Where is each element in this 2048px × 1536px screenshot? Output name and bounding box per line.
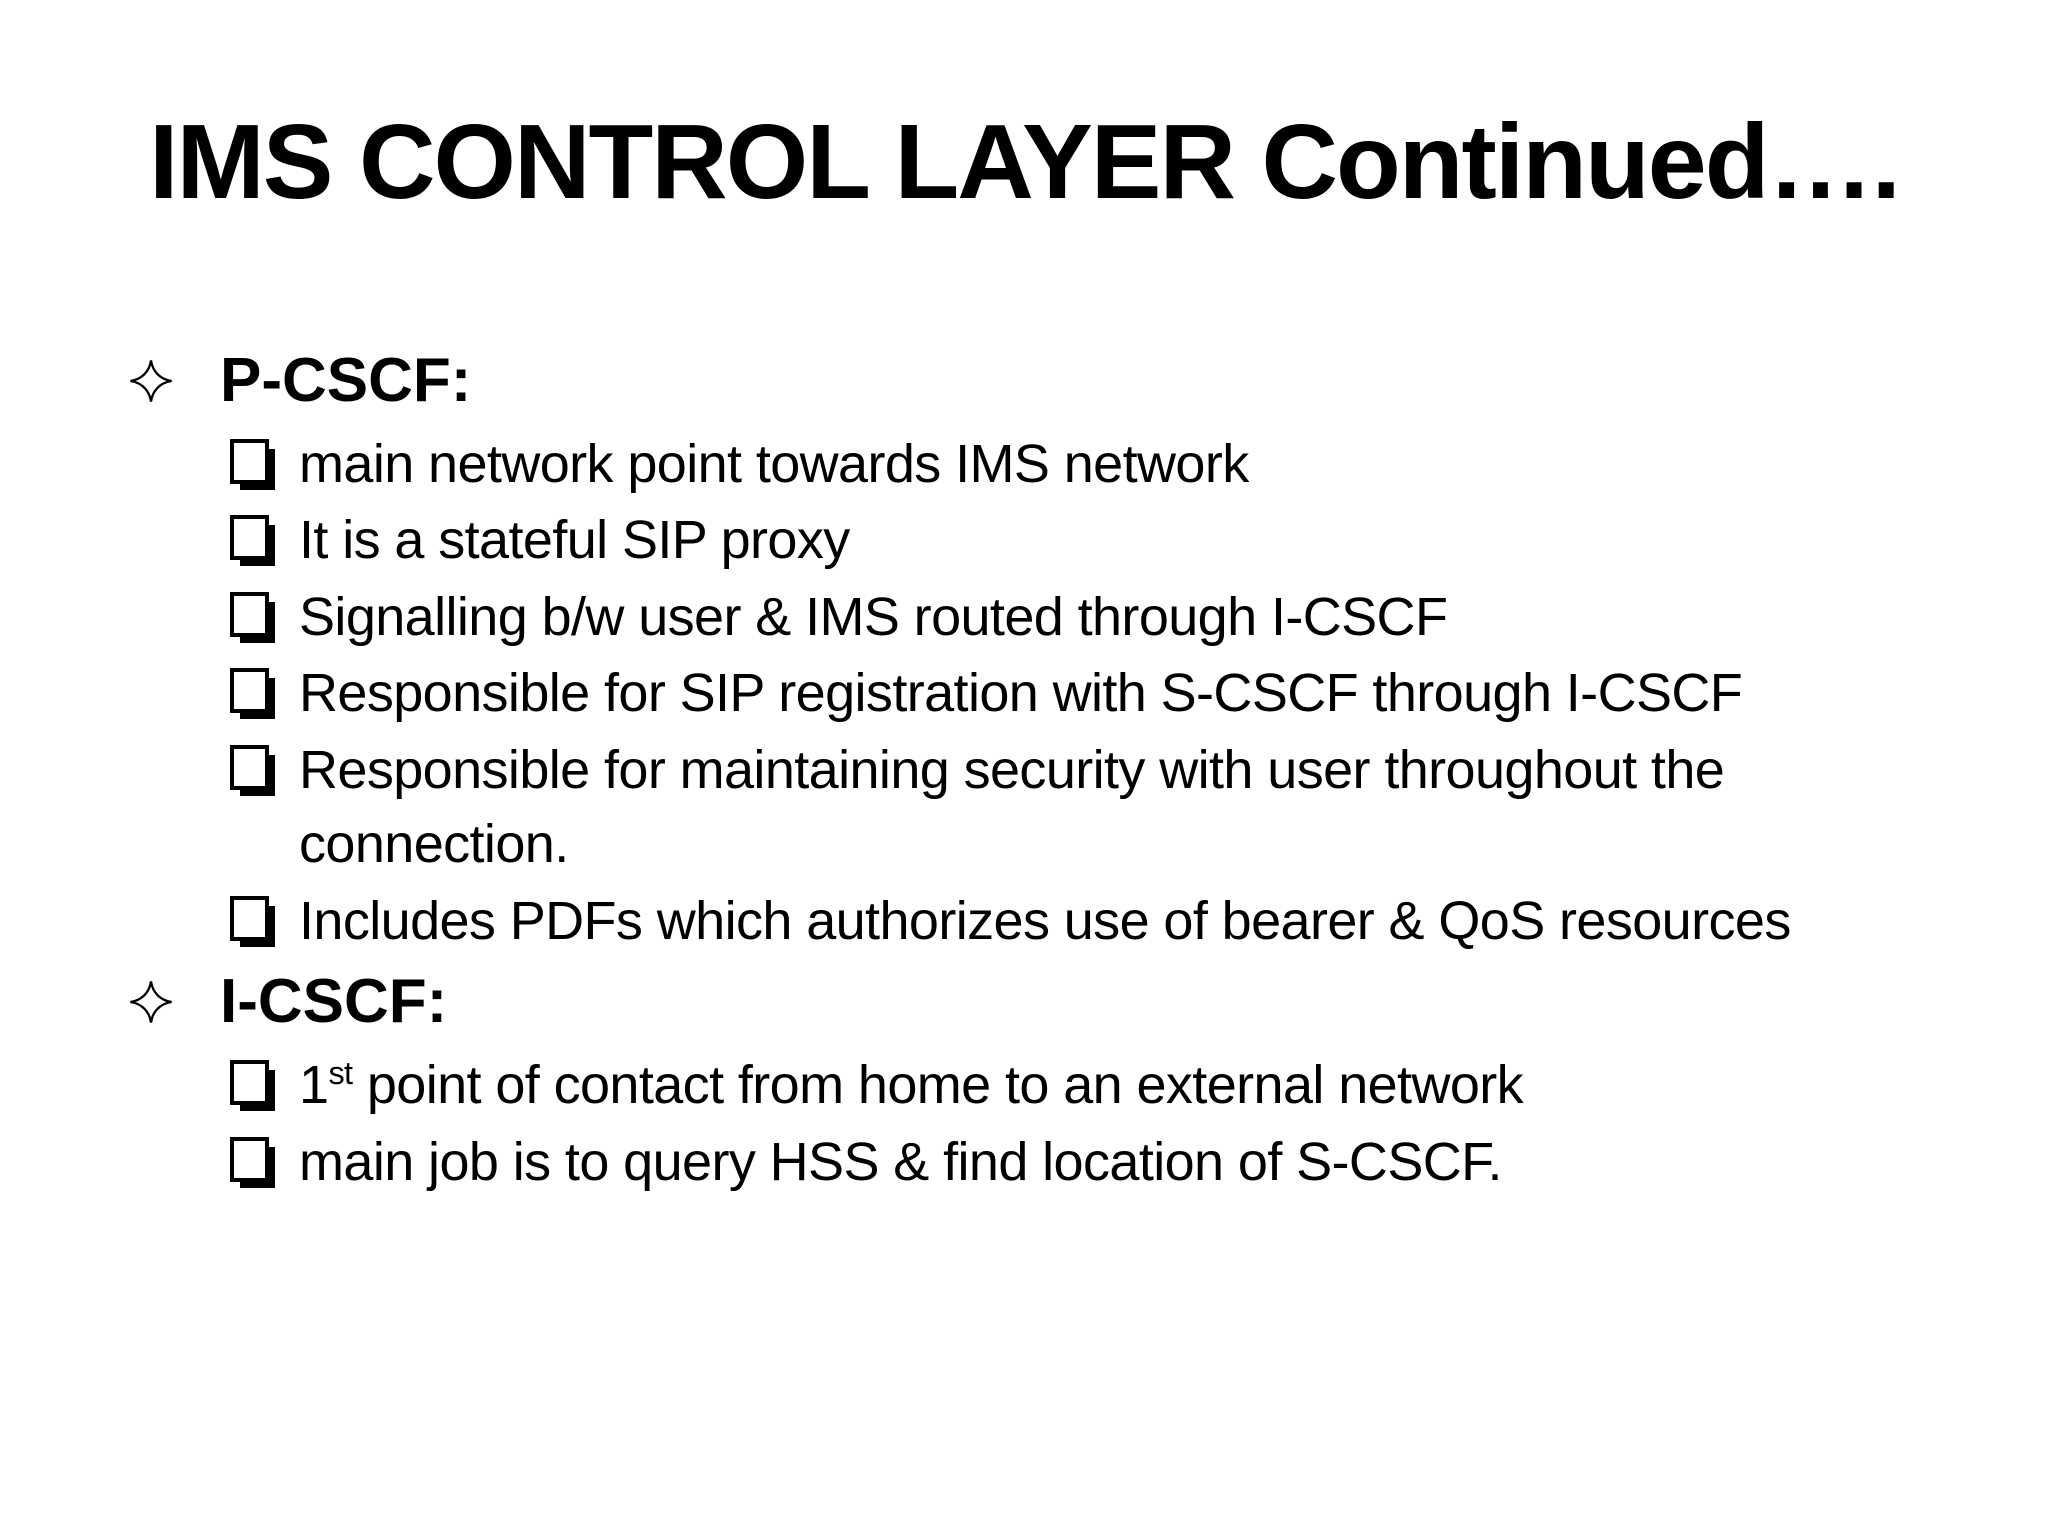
checkbox-bullet-icon: [230, 1137, 269, 1182]
bullet-item: Responsible for maintaining security wit…: [230, 733, 1992, 882]
four-pointed-star-icon: [130, 359, 172, 402]
checkbox-bullet-icon: [230, 515, 269, 561]
bullet-item: Signalling b/w user & IMS routed through…: [230, 580, 1992, 655]
checkbox-bullet-icon: [230, 744, 269, 790]
slide-title: IMS CONTROL LAYER Continued….: [149, 103, 1901, 221]
checkbox-bullet-icon: [230, 438, 269, 484]
checkbox-bullet-icon: [230, 895, 269, 941]
section-heading: I-CSCF:: [128, 968, 1992, 1036]
bullet-item: Includes PDFs which authorizes use of be…: [230, 884, 1992, 959]
bullet-item: main job is to query HSS & find location…: [230, 1125, 1992, 1200]
bullet-item: 1st point of contact from home to an ext…: [230, 1048, 1992, 1123]
section-heading: P-CSCF:: [128, 345, 1992, 415]
checkbox-bullet-icon: [230, 1060, 269, 1106]
bullet-item: main network point towards IMS network: [230, 427, 1992, 502]
bullet-list: main network point towards IMS network I…: [128, 427, 1992, 959]
bullet-list: 1st point of contact from home to an ext…: [128, 1048, 1992, 1199]
bullet-item: Responsible for SIP registration with S-…: [230, 656, 1992, 731]
section-i-cscf: I-CSCF: 1st point of contact from home t…: [128, 968, 1992, 1199]
superscript-ordinal: st: [328, 1055, 353, 1092]
bullet-text: main network point towards IMS network: [299, 433, 1249, 494]
slide-body: P-CSCF: main network point towards IMS n…: [128, 345, 1992, 1200]
bullet-text-rest: point of contact from home to an externa…: [352, 1055, 1524, 1116]
bullet-text: 1st point of contact from home to an ext…: [299, 1048, 1524, 1123]
bullet-item: It is a stateful SIP proxy: [230, 503, 1992, 578]
section-p-cscf: P-CSCF: main network point towards IMS n…: [128, 345, 1992, 959]
bullet-text: Responsible for SIP registration with S-…: [299, 663, 1743, 724]
bullet-text: Responsible for maintaining security wit…: [299, 739, 1725, 875]
four-pointed-star-icon: [130, 981, 172, 1024]
checkbox-bullet-icon: [230, 668, 269, 714]
bullet-text: Includes PDFs which authorizes use of be…: [299, 890, 1791, 951]
checkbox-bullet-icon: [230, 591, 269, 637]
bullet-text: main job is to query HSS & find location…: [299, 1132, 1503, 1192]
bullet-text-base: 1: [299, 1055, 329, 1116]
bullet-text: It is a stateful SIP proxy: [299, 510, 850, 571]
bullet-text: Signalling b/w user & IMS routed through…: [299, 586, 1448, 647]
section-heading-label: I-CSCF:: [220, 967, 448, 1037]
section-heading-label: P-CSCF:: [220, 345, 472, 415]
